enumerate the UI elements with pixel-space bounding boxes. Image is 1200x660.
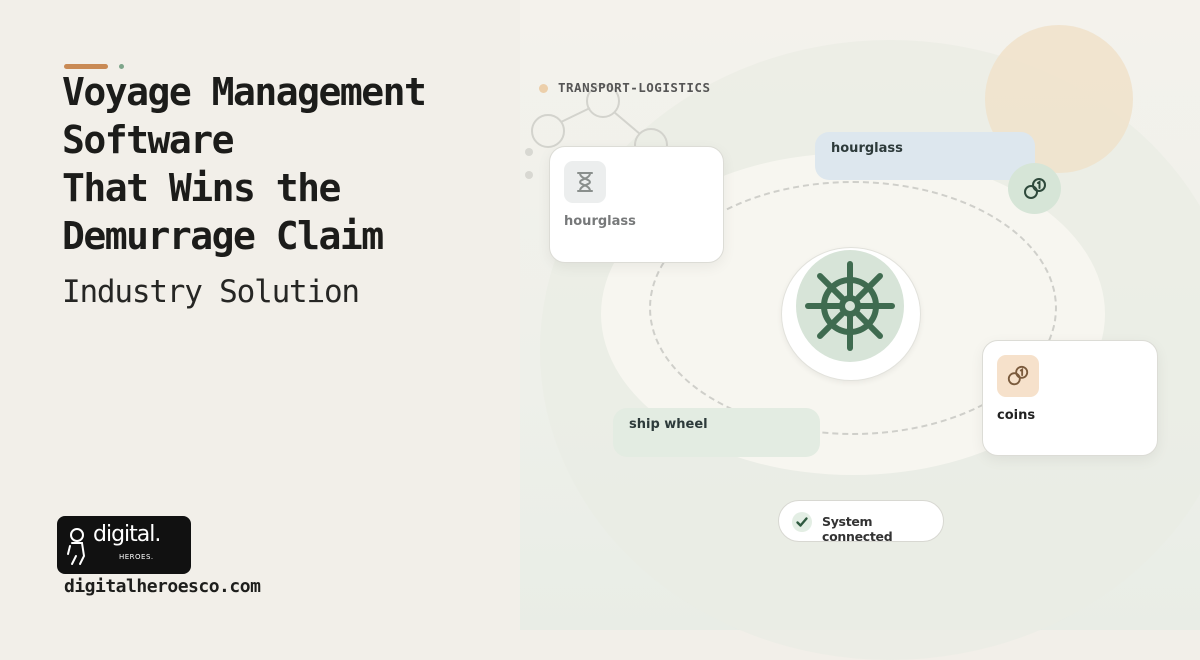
status-label: System connected: [822, 514, 893, 544]
logo-text: digital.: [93, 522, 161, 547]
page-subtitle: Industry Solution: [62, 274, 360, 310]
pill-label: hourglass: [831, 141, 903, 156]
card-label: hourglass: [564, 214, 636, 229]
title-line: Software: [62, 118, 235, 162]
card-label: coins: [997, 408, 1036, 423]
category-tag: TRANSPORT-LOGISTICS: [558, 80, 711, 95]
status-badge: System connected: [778, 500, 944, 544]
card-icon-box: [997, 355, 1039, 397]
logo-subtext: HEROES.: [119, 553, 154, 561]
hourglass-pill: hourglass: [815, 132, 1035, 180]
card-icon-box: [564, 161, 606, 203]
ship-wheel-pill: ship wheel: [613, 408, 820, 457]
hourglass-icon: [577, 172, 593, 192]
coins-badge: [1008, 163, 1061, 214]
check-icon: [792, 512, 812, 532]
coins-icon: [1007, 365, 1029, 386]
title-line: That Wins the: [62, 166, 341, 210]
accent-dot: [119, 64, 124, 69]
ship-wheel-icon: [805, 261, 895, 351]
pill-label: ship wheel: [629, 417, 708, 432]
website-url[interactable]: digitalheroesco.com: [64, 576, 261, 597]
hourglass-card: hourglass: [549, 146, 724, 263]
coins-icon: [1024, 178, 1046, 199]
title-line: Demurrage Claim: [62, 214, 384, 258]
tag-dot: [539, 84, 548, 93]
orbit-dashed-path: [649, 181, 1057, 435]
coins-card: coins: [982, 340, 1158, 456]
accent-bar: [64, 64, 108, 69]
decorative-network-icon: [525, 84, 668, 179]
brand-logo[interactable]: digital. HEROES.: [57, 516, 191, 574]
title-line: Voyage Management: [62, 70, 427, 114]
hero-mascot-icon: [67, 528, 86, 565]
central-hub-inner: [796, 250, 904, 362]
page-title: Voyage Management Software That Wins the…: [62, 68, 532, 260]
